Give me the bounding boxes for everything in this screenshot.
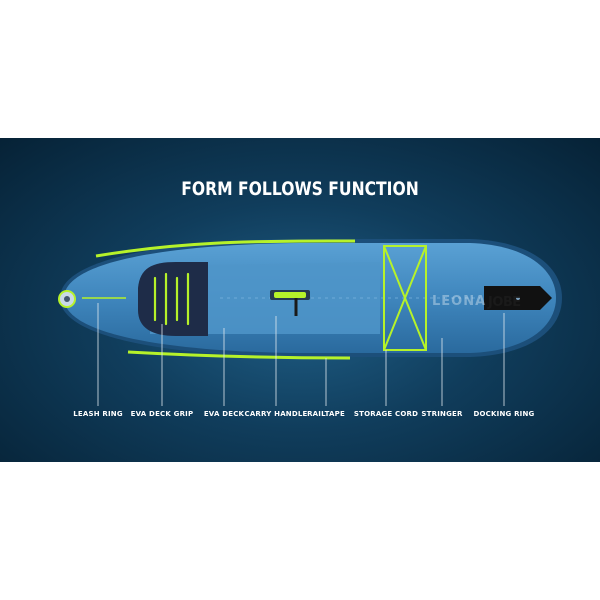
board-model-name: LEONA	[432, 294, 487, 309]
eva-deck-grip	[138, 262, 208, 336]
callout-docking-ring: DOCKING RING	[473, 410, 535, 418]
callout-stringer: STRINGER	[421, 410, 463, 418]
leash-ring-center	[64, 296, 70, 302]
storage-cord-patch	[383, 245, 427, 351]
callout-eva-deck: EVA DECK	[203, 410, 245, 418]
banner-title: FORM FOLLOWS FUNCTION	[181, 178, 419, 200]
callout-carry-handle: CARRY HANDLE	[244, 410, 308, 418]
paddle-board-illustration	[58, 239, 562, 406]
railtape-top	[95, 239, 355, 258]
product-banner: FORM FOLLOWS FUNCTION LEONA JOBE LEASH R…	[0, 138, 600, 462]
railtape-bottom	[127, 350, 351, 360]
storage-cord	[383, 245, 427, 351]
carry-handle-grip	[274, 292, 306, 298]
callout-storage-cord: STORAGE CORD	[353, 410, 419, 418]
callout-railtape: RAILTAPE	[307, 410, 345, 418]
docking-ring	[516, 296, 520, 300]
callout-eva-deck-grip: EVA DECK GRIP	[130, 410, 194, 418]
jobe-logo: JOBE	[488, 295, 521, 310]
callout-leash-ring: LEASH RING	[73, 410, 123, 418]
